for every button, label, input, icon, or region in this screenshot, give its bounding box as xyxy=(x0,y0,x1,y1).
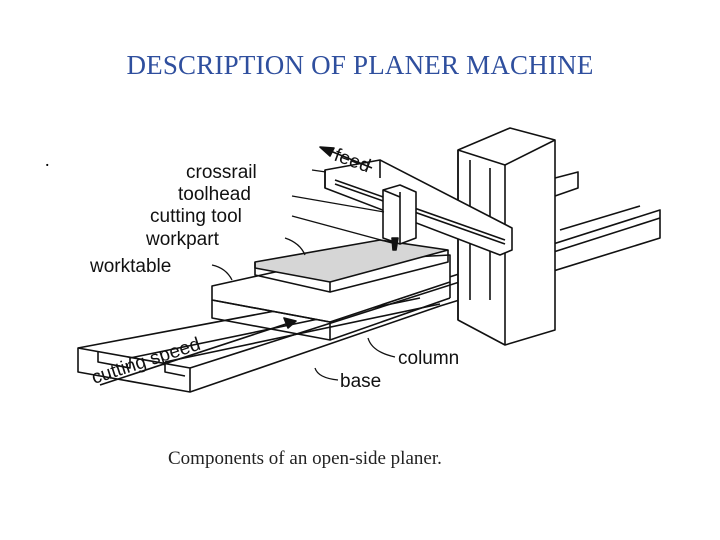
column-leader xyxy=(367,337,396,358)
base-leader xyxy=(314,367,339,381)
crossrail-body xyxy=(324,159,513,256)
slide-title: DESCRIPTION OF PLANER MACHINE xyxy=(126,50,594,80)
worktable-leader xyxy=(211,264,233,281)
feed-arrow xyxy=(319,146,373,169)
cutting-tool-label: cutting tool xyxy=(150,206,242,227)
bullet-marker: . xyxy=(45,150,50,170)
workpart-leader xyxy=(284,237,306,256)
toolhead-body xyxy=(382,184,417,245)
base-label: base xyxy=(340,371,381,392)
workpart-label: workpart xyxy=(145,229,220,250)
crossrail-leader xyxy=(311,169,327,173)
workpart-body xyxy=(254,239,449,293)
cutting-tool-leader xyxy=(291,215,393,244)
cutting-tool-body xyxy=(391,237,399,251)
column-label: column xyxy=(398,348,459,369)
cutting-speed-arrow xyxy=(99,317,297,386)
diagram-caption: Components of an open-side planer. xyxy=(168,448,442,469)
crossrail-label: crossrail xyxy=(186,162,257,183)
worktable-label: worktable xyxy=(89,256,171,277)
toolhead-leader xyxy=(291,195,385,213)
toolhead-label: toolhead xyxy=(178,184,251,205)
